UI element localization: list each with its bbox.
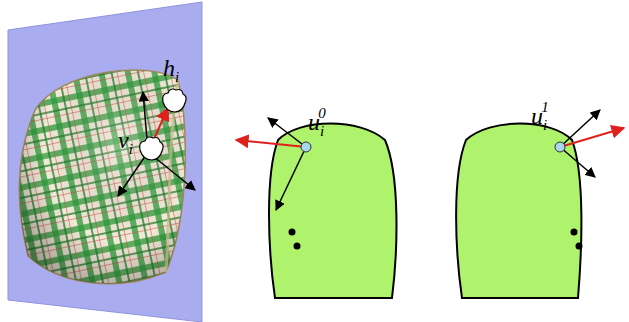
symbol-label: ui0 — [308, 110, 326, 134]
symbol-label: hi — [163, 56, 179, 80]
hand-icon — [140, 89, 187, 160]
symbol-label: vi — [118, 128, 133, 152]
symbol-label: ui1 — [531, 104, 549, 128]
cloth-pillow — [20, 70, 186, 284]
cross-section — [269, 124, 396, 299]
plane — [8, 2, 202, 322]
axis-arrow — [118, 152, 148, 196]
sample-point — [555, 142, 565, 152]
sample-point — [301, 142, 311, 152]
cross-section — [456, 124, 581, 299]
